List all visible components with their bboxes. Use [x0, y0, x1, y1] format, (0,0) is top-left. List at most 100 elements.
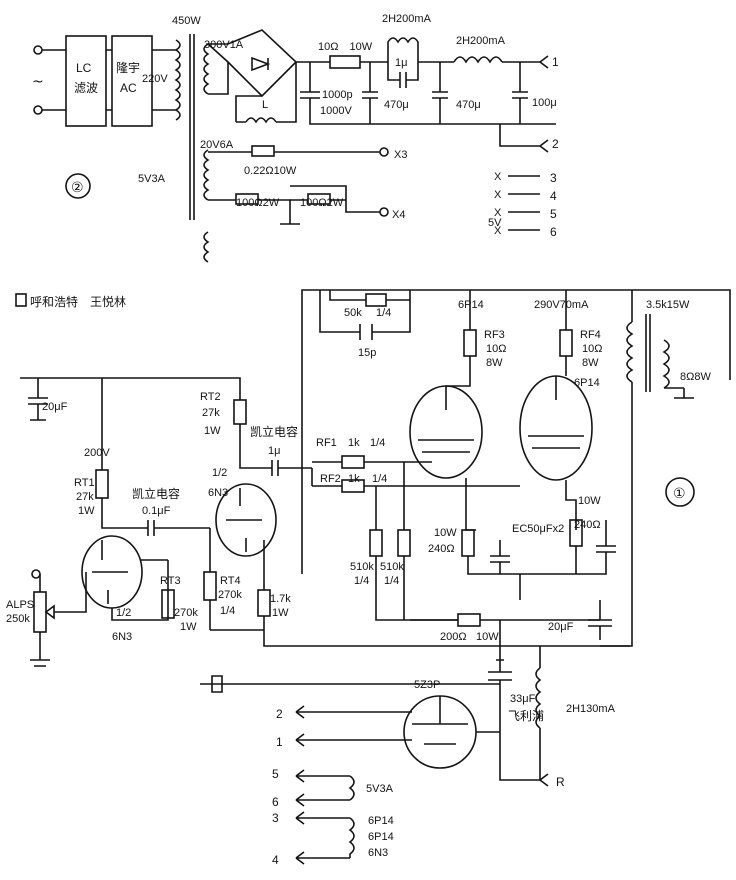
resistor-label: 100Ω2W: [236, 197, 280, 209]
pot-wiper: [44, 572, 87, 620]
cathode-bypass-cap: [500, 520, 616, 575]
tube-label: 6P14: [574, 377, 600, 389]
lc-filter-box: [65, 35, 107, 127]
output-pin-label: 1: [552, 55, 559, 69]
resistor-label: 270k: [218, 589, 242, 601]
filter-cap-20u: [588, 600, 612, 640]
voltage-label: 200V: [84, 447, 110, 459]
ground-symbol: [664, 387, 694, 399]
resistor-label: 1.7k: [270, 593, 291, 605]
filter-choke: [535, 667, 542, 729]
resistor-label: 1/4: [370, 437, 385, 449]
filament-label: 6N3: [368, 847, 388, 859]
feedback-network: [319, 290, 411, 340]
choke-label: L: [262, 99, 268, 111]
input-arrow: [295, 793, 350, 807]
resistor-022: [251, 145, 275, 157]
terminal-label: X4: [392, 209, 405, 221]
choke-2: [453, 56, 503, 64]
terminal-label: X: [494, 171, 502, 183]
lc-filter-label: 滤波: [74, 81, 98, 95]
resistor-label: 10Ω 10W: [318, 41, 373, 53]
output-transformer-primary: [626, 321, 634, 383]
resistor-100b: [307, 193, 331, 205]
resistor-rf4: [559, 329, 573, 357]
input-arrow: [295, 851, 350, 865]
output-pin-label: 5: [550, 207, 557, 221]
capacitor-label: 20μF: [42, 401, 68, 413]
resistor-label: 240Ω: [428, 543, 455, 555]
terminal-x3: [379, 147, 389, 157]
input-arrow: [295, 769, 350, 783]
resistor-label: 10Ω: [582, 343, 602, 355]
filament-coil-5v: [348, 775, 355, 801]
resistor-label: 0.22Ω10W: [244, 165, 297, 177]
figure-1-marker: ①: [673, 486, 686, 502]
capacitor-label: 20μF: [548, 621, 574, 633]
resistor-label: RF2: [320, 473, 341, 485]
transformer-rating-label: 450W: [172, 15, 201, 27]
output-label: R: [556, 775, 565, 789]
tube-label: 1/2: [212, 467, 227, 479]
resistor-label: 10W: [578, 495, 601, 507]
output-pin-label: 3: [550, 171, 557, 185]
resistor-label: 1W: [180, 621, 197, 633]
resistor-label: RT1: [74, 477, 95, 489]
resistor-label: 1/4: [384, 575, 399, 587]
resistor-label: 100Ω2W: [300, 197, 344, 209]
terminal-x4: [379, 207, 389, 217]
resistor-label: 270k: [174, 607, 198, 619]
coupling-cap-01u: [101, 498, 210, 536]
rectifier-electrodes: [412, 696, 500, 745]
capacitor-brand-label: 凯立电容: [250, 424, 298, 439]
bottom-rail: [200, 675, 500, 693]
cathode-bypass-cap: [467, 540, 510, 575]
resistor-rk1: [461, 529, 475, 557]
filament-secondary: [203, 231, 210, 263]
terminal-label: X: [494, 207, 502, 219]
resistor-rf1: [341, 455, 365, 469]
capacitor-label: 470μ: [456, 99, 481, 111]
input-arrow: [295, 705, 412, 719]
lc-filter-label: LC: [76, 61, 92, 75]
output-arrow: [539, 773, 549, 787]
capacitor-label: 1μ: [395, 57, 407, 69]
figure-2-marker-ring: [65, 173, 91, 199]
resistor-label: 27k: [76, 491, 94, 503]
input-pin-label: 6: [272, 795, 279, 809]
resistor-rf2: [341, 479, 365, 493]
alps-volume-pot: [33, 591, 47, 633]
capacitor-label: 100μ: [532, 97, 557, 109]
capacitor-label: 33μF: [510, 693, 536, 705]
lv-secondary: [203, 149, 210, 201]
resistor-label: 200Ω: [440, 631, 467, 643]
choke-label: 2H200mA: [382, 13, 432, 25]
output-arrow: [499, 124, 549, 153]
input-arrow: [295, 733, 412, 747]
tube-label: 6N3: [208, 487, 228, 499]
resistor-label: 10Ω: [486, 343, 506, 355]
resistor-label: 510k: [350, 561, 374, 573]
resistor-label: RF3: [484, 329, 505, 341]
ac-input-terminal: [33, 105, 43, 115]
ac-symbol: ~: [32, 74, 44, 90]
pot-label: 250k: [6, 613, 30, 625]
longyu-label: AC: [120, 81, 137, 95]
resistor-label: 1/4: [372, 473, 387, 485]
choke-label: 2H200mA: [456, 35, 506, 47]
input-terminal: [31, 569, 41, 579]
resistor-label: 1/4: [354, 575, 369, 587]
input-pin-label: 4: [272, 853, 279, 867]
hv-ground-rail: [300, 62, 556, 125]
resistor-label: 50k: [344, 307, 362, 319]
resistor-200r: [457, 613, 481, 627]
transformer-label: 3.5k15W: [646, 299, 690, 311]
coupling-cap-1u: [239, 424, 312, 476]
resistor-100a: [235, 193, 259, 205]
resistor-50k: [365, 293, 387, 307]
resistor-label: 27k: [202, 407, 220, 419]
figure-2-marker: ②: [71, 180, 84, 196]
output-arrow: [539, 55, 549, 69]
tube-label: 6P14: [458, 299, 484, 311]
